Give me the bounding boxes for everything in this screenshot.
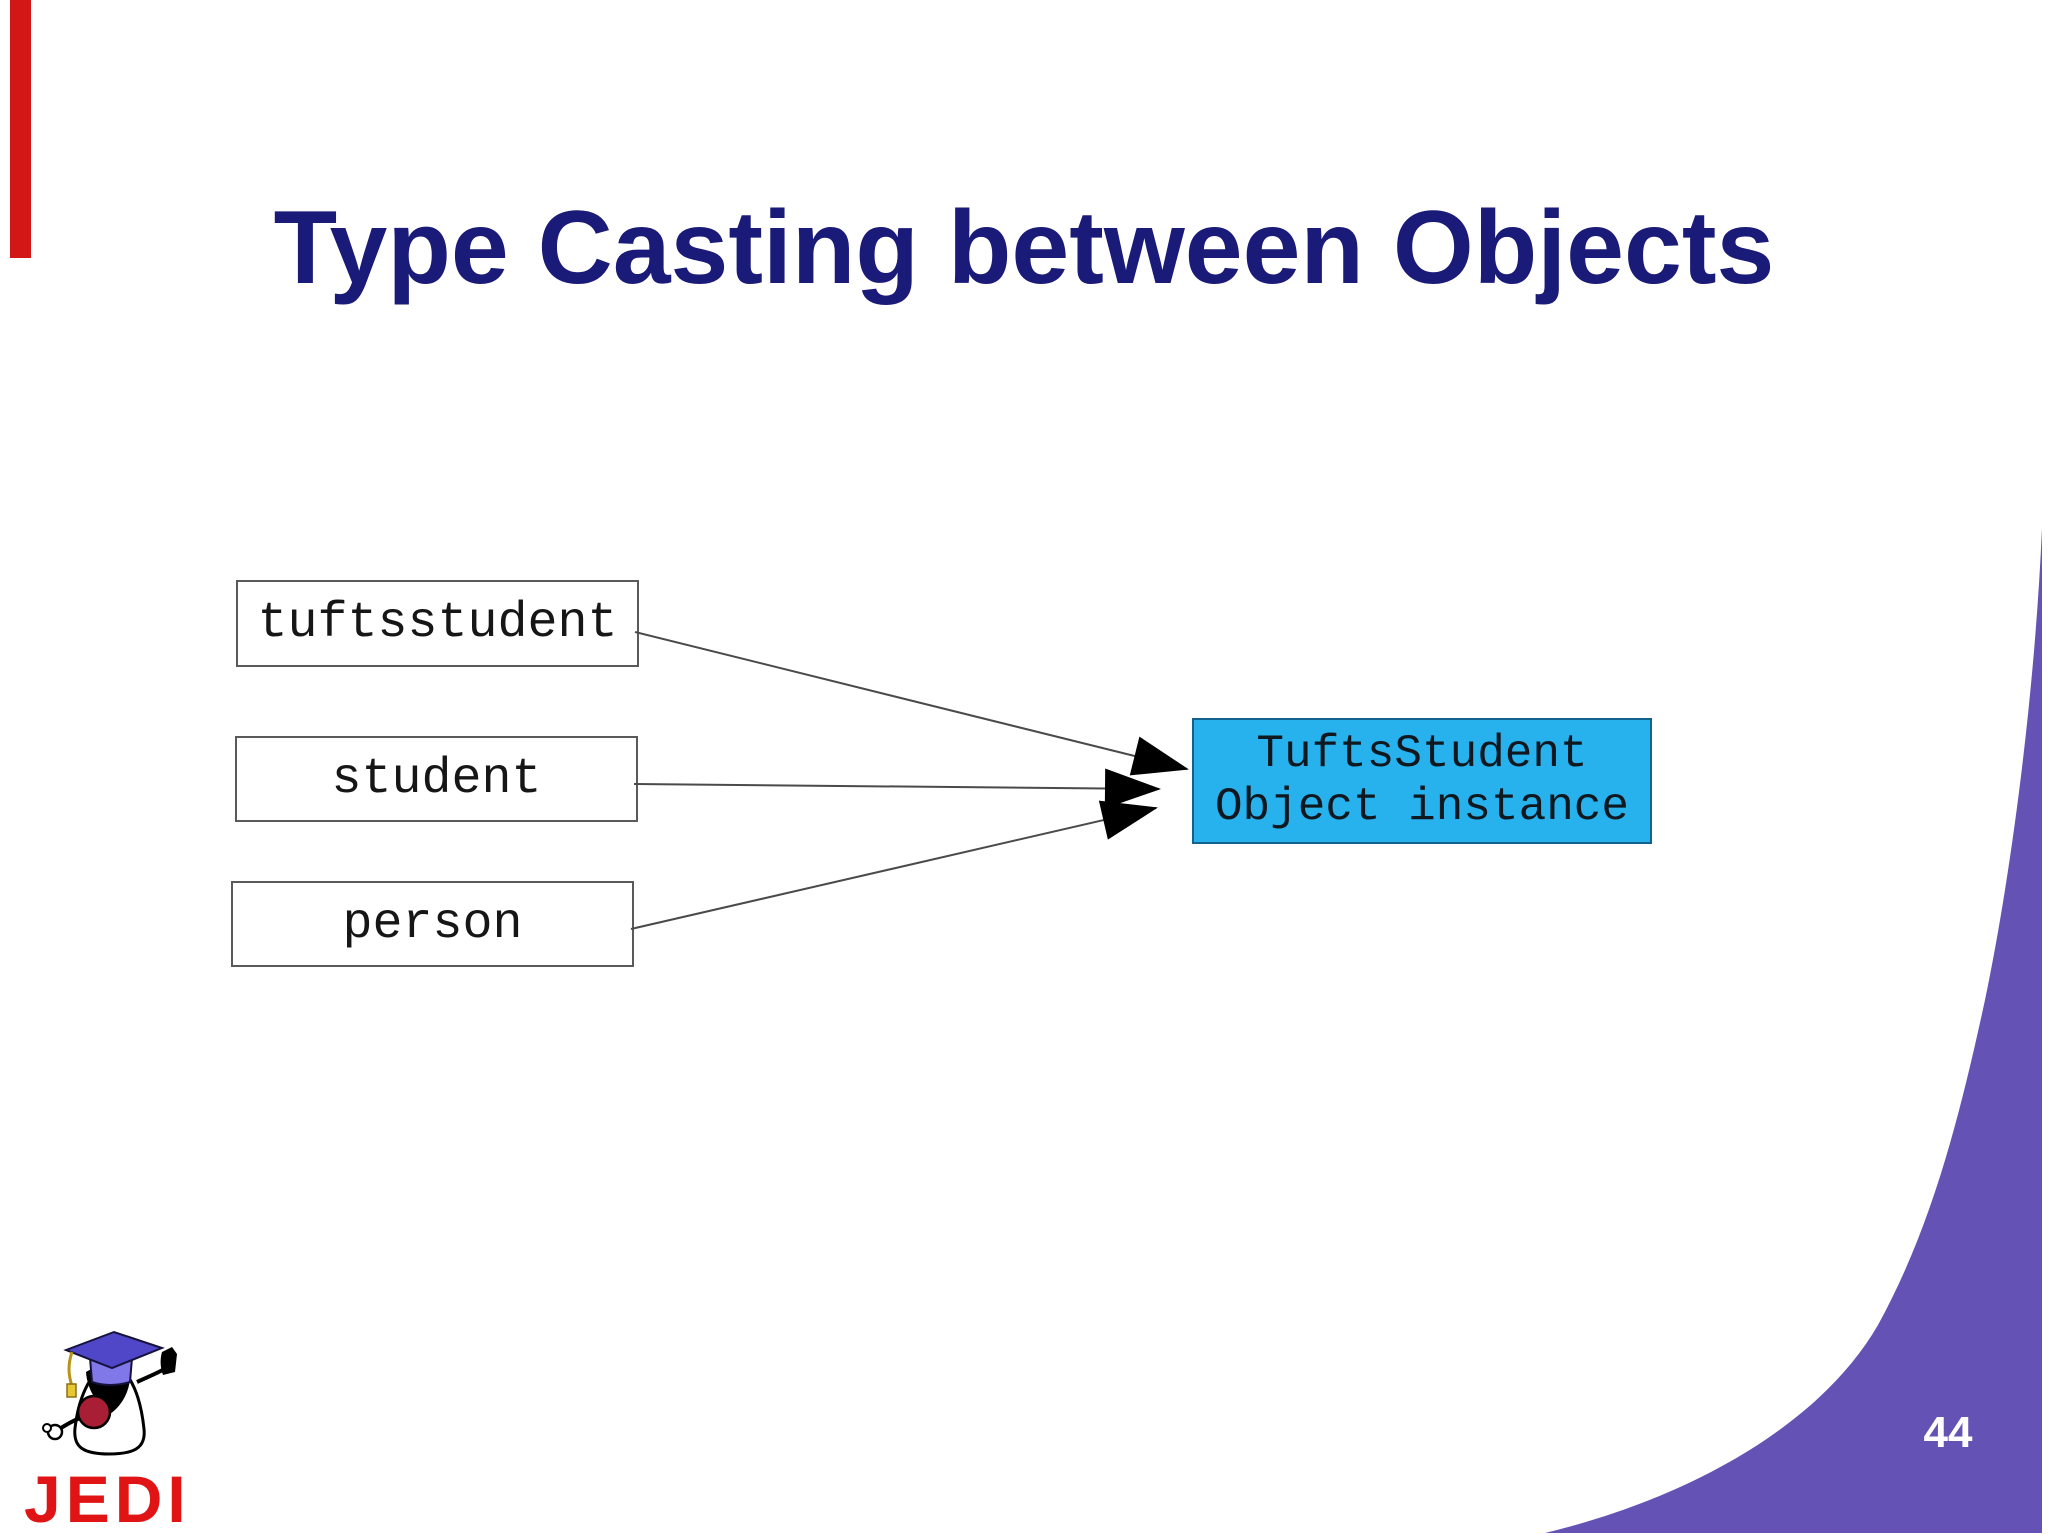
reference-box-tuftsstudent: tuftsstudent (236, 580, 639, 667)
object-instance-line1: TuftsStudent (1256, 728, 1588, 781)
purple-swoosh-shape (1545, 528, 2042, 1533)
reference-box-label: tuftsstudent (257, 595, 618, 652)
object-instance-line2: Object instance (1214, 781, 1630, 833)
reference-box-label: person (342, 895, 523, 953)
connector-student (633, 768, 1161, 809)
red-accent-bar (10, 0, 31, 258)
reference-box-student: student (235, 736, 638, 822)
duke-graduate-mascot-icon (42, 1330, 177, 1456)
page-number: 44 (1923, 1408, 1973, 1457)
reference-box-label: student (331, 750, 542, 808)
reference-box-person: person (231, 881, 634, 967)
connector-tuftsstudent (634, 631, 1189, 776)
jedi-logo: JEDI (22, 1330, 252, 1535)
page-title: Type Casting between Objects (273, 190, 1775, 306)
connector-person (630, 800, 1158, 930)
object-instance-box: TuftsStudent Object instance (1192, 718, 1652, 844)
jedi-logo-text: JEDI (24, 1462, 191, 1535)
